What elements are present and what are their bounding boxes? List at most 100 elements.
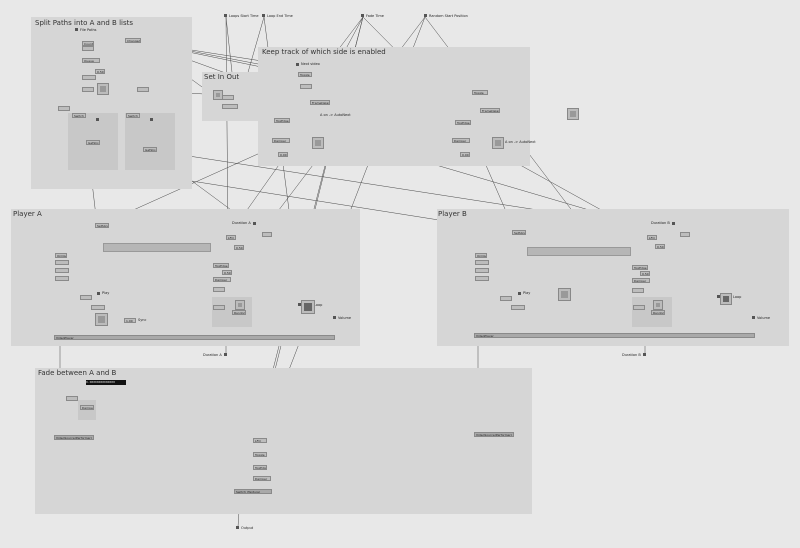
queue-node[interactable]: Queue	[82, 58, 100, 63]
onopen-split-node[interactable]	[58, 106, 70, 111]
select-b-node[interactable]	[632, 288, 644, 293]
lfo-a-node[interactable]: LFO	[226, 235, 236, 240]
select-a-node[interactable]	[213, 287, 225, 292]
loop-b-pin[interactable]	[717, 295, 720, 298]
videoplayer-b-node[interactable]: VideoPlayer	[474, 333, 755, 338]
fade-damper-node[interactable]: Damper	[80, 405, 94, 410]
keep-iobox-2[interactable]	[492, 137, 504, 149]
random-start-position-pin[interactable]	[424, 14, 427, 17]
duration-a-output-pin[interactable]	[224, 353, 227, 356]
loop-end-time-pin[interactable]	[262, 14, 265, 17]
value-050-a[interactable]: 0.50	[234, 245, 244, 250]
damper-b-node[interactable]: Damper	[632, 278, 650, 283]
trigger-keep-right[interactable]: TogEdge	[455, 120, 471, 125]
index-b-pin[interactable]	[150, 118, 153, 121]
videosource-b-node[interactable]: VideoSource(Performer)	[474, 432, 514, 437]
player-b-iobox[interactable]	[558, 288, 571, 301]
getslice-a-player[interactable]	[80, 295, 92, 300]
player-a-progress-bar[interactable]	[103, 243, 211, 252]
loops-start-time-pin[interactable]	[224, 14, 227, 17]
getslice-split-node[interactable]	[82, 87, 94, 92]
select-b-node-2[interactable]	[633, 305, 645, 310]
switch-a-node-1[interactable]	[55, 260, 69, 265]
random-a-iobox[interactable]	[235, 300, 245, 310]
setinout-iobox[interactable]	[213, 90, 223, 100]
duration-b-output-pin[interactable]	[643, 353, 646, 356]
duration-b-input-pin[interactable]	[672, 222, 675, 225]
count-node-2[interactable]	[82, 46, 94, 51]
output-pin[interactable]	[236, 526, 239, 529]
value-000-keep-right[interactable]: 0.00	[460, 152, 470, 157]
switch-split-b[interactable]: Switch	[126, 113, 140, 118]
setslice-a-node[interactable]: SetSlice	[95, 223, 109, 228]
damper-a-node[interactable]: Damper	[213, 277, 231, 282]
fade-damper-node-2[interactable]: Damper	[253, 476, 271, 481]
random-b-iobox[interactable]	[653, 300, 663, 310]
toggle-keep-node[interactable]: Toggle	[298, 72, 312, 77]
lfo-b-node-2[interactable]	[680, 232, 690, 237]
getslice-a-node[interactable]: GetSlice	[86, 140, 100, 145]
select-a-node-2[interactable]	[213, 305, 225, 310]
keep-iobox-3[interactable]	[567, 108, 579, 120]
play-b-pin[interactable]	[518, 292, 521, 295]
random-a-node[interactable]: Random	[232, 310, 246, 315]
count-node[interactable]: Count	[82, 41, 94, 46]
fade-switch-node[interactable]	[66, 396, 78, 401]
fade-trigger-node[interactable]: TogEdge	[253, 465, 267, 470]
keep-iobox-1[interactable]	[312, 137, 324, 149]
player-a-iobox[interactable]	[95, 313, 108, 326]
value-000-keep[interactable]: 0.00	[278, 152, 288, 157]
volume-a-pin[interactable]	[333, 316, 336, 319]
framedelay-keep-node[interactable]: FrameDelay	[310, 100, 330, 105]
getslice-b-player[interactable]	[500, 296, 512, 301]
switch-b-node-1[interactable]	[475, 260, 489, 265]
loop-a-pin[interactable]	[298, 303, 301, 306]
value-100-a[interactable]: 1.00	[124, 318, 136, 323]
duration-a-input-pin[interactable]	[253, 222, 256, 225]
switch-split-a[interactable]: Switch	[72, 113, 86, 118]
fade-toggle-node[interactable]: Toggle	[253, 452, 267, 457]
toggle-split-node[interactable]	[82, 75, 96, 80]
index-a-pin[interactable]	[96, 118, 99, 121]
trigger-a-node[interactable]: TogEdge	[213, 263, 229, 268]
switch-a-node-3[interactable]	[55, 276, 69, 281]
count-b-node[interactable]	[511, 305, 525, 310]
onopen-b-node[interactable]: OnOpen	[475, 253, 487, 258]
file-paths-pin[interactable]	[75, 28, 78, 31]
loop-a-iobox[interactable]	[301, 300, 315, 314]
fade-time-pin[interactable]	[361, 14, 364, 17]
volume-b-pin[interactable]	[752, 316, 755, 319]
split-iobox-1[interactable]	[97, 83, 109, 95]
switch-a-node-2[interactable]	[55, 268, 69, 273]
play-a-pin[interactable]	[97, 292, 100, 295]
lfo-b-node[interactable]: LFO	[647, 235, 657, 240]
framedelay-keep-right[interactable]: FrameDelay	[480, 108, 500, 113]
trigger-keep-node[interactable]: TogEdge	[274, 118, 290, 123]
select-keep-node[interactable]	[300, 84, 312, 89]
value-050-b-2[interactable]: 0.50	[640, 271, 650, 276]
trigger-b-node[interactable]: TogEdge	[632, 265, 648, 270]
value-050-a-2[interactable]: 0.50	[222, 270, 232, 275]
damper-keep-node[interactable]: Damper	[272, 138, 290, 143]
videoplayer-a-node[interactable]: VideoPlayer	[54, 335, 335, 340]
setinout-node-2[interactable]	[222, 104, 238, 109]
random-b-node[interactable]: Random	[651, 310, 665, 315]
next-video-pin[interactable]	[296, 63, 299, 66]
toggle-keep-right[interactable]: Toggle	[472, 90, 488, 95]
select-split-node[interactable]	[137, 87, 149, 92]
onopen-a-node[interactable]: OnOpen	[55, 253, 67, 258]
getslice-b-node[interactable]: GetSlice	[143, 147, 157, 152]
fade-lfo-node[interactable]: LFO	[253, 438, 267, 443]
count-a-node[interactable]	[91, 305, 105, 310]
damper-keep-right[interactable]: Damper	[452, 138, 470, 143]
switch-output-node[interactable]: Switch (Texture)	[234, 489, 272, 494]
setinout-node-1[interactable]	[222, 95, 234, 100]
switch-b-node-2[interactable]	[475, 268, 489, 273]
loop-b-iobox[interactable]	[720, 293, 732, 305]
player-b-progress-bar[interactable]	[527, 247, 631, 256]
value-050-node[interactable]: 0.50	[95, 69, 105, 74]
value-050-b[interactable]: 0.50	[655, 244, 665, 249]
setslice-b-node[interactable]: SetSlice	[512, 230, 526, 235]
switch-b-node-3[interactable]	[475, 276, 489, 281]
changed-node[interactable]: Changed	[125, 38, 141, 43]
